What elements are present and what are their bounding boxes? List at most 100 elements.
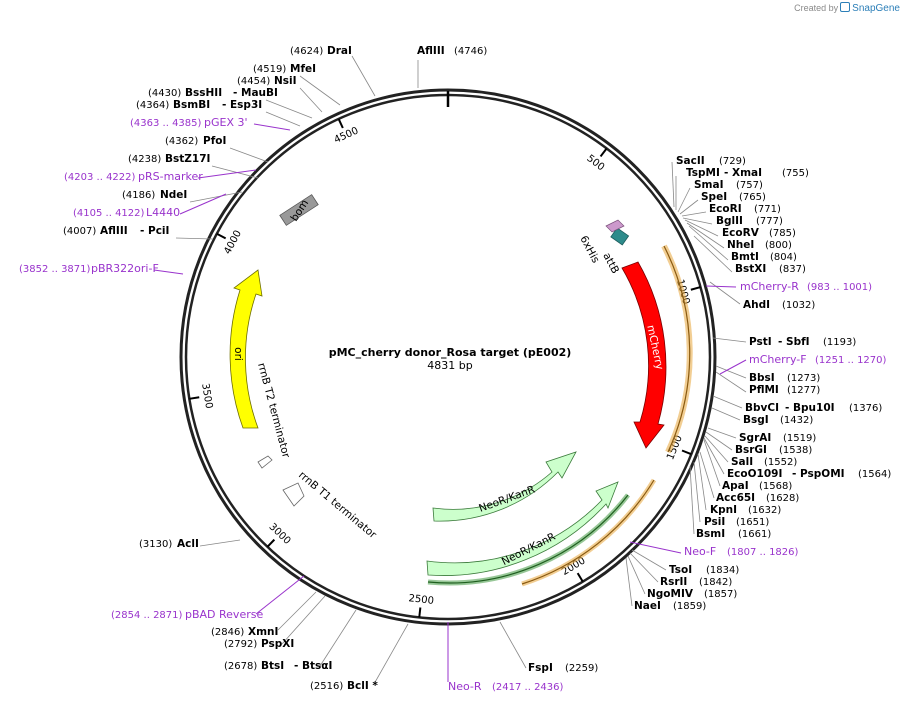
enzyme-num: (4430) <box>148 88 181 99</box>
primer-name: mCherry-F <box>749 353 807 366</box>
enzyme-name: EcoRV <box>722 227 760 239</box>
enzyme-name: PstI <box>749 336 772 348</box>
enzyme-num: (1032) <box>782 300 815 311</box>
enzyme-num: (1277) <box>787 385 820 396</box>
enzyme-leader-line <box>629 552 659 583</box>
primer-range: (1251 .. 1270) <box>815 355 887 366</box>
enzyme-leader-line <box>229 147 269 163</box>
enzyme-name: NaeI <box>634 600 661 612</box>
enzyme-name: XmnI <box>248 626 278 638</box>
primer-range: (2417 .. 2436) <box>492 682 564 693</box>
enzyme-name: AhdI <box>743 299 770 311</box>
enzyme-name: BsgI <box>743 414 769 426</box>
enzyme-name: FspI <box>528 662 553 674</box>
scale-label: 4000 <box>222 229 244 257</box>
enzyme-name: EcoRI <box>709 203 742 215</box>
scale-tick <box>690 286 701 291</box>
enzyme-leader-line <box>693 235 733 273</box>
primer-name: pBR322ori-F <box>91 262 159 275</box>
enzyme-leader-line <box>707 427 737 439</box>
enzyme-num: (3130) <box>139 539 172 550</box>
enzyme-num: (4362) <box>165 136 198 147</box>
enzyme-name: BtsI <box>261 660 284 672</box>
enzyme-num: (4238) <box>128 154 161 165</box>
primer-range: (2854 .. 2871) <box>111 610 183 621</box>
scale-label: 3500 <box>199 383 214 410</box>
primer-leader-line <box>153 269 184 275</box>
scale-tick <box>599 147 608 158</box>
enzyme-extra: - Bpu10I <box>785 402 835 414</box>
enzyme-leader-line <box>631 549 667 571</box>
attb-label: attB <box>600 251 621 276</box>
primer-leader-line <box>197 169 257 179</box>
enzyme-name: SgrAI <box>739 432 771 444</box>
credit-prefix: Created by <box>794 3 839 13</box>
enzyme-num: (765) <box>739 192 766 203</box>
enzyme-extra: - PspOMI <box>792 468 845 480</box>
enzyme-leader-line <box>686 222 725 249</box>
ori-label: ori <box>232 347 244 361</box>
enzyme-leader-line <box>697 453 707 511</box>
enzyme-leader-line <box>682 217 713 225</box>
enzyme-num: (1564) <box>858 469 891 480</box>
enzyme-extra: - XmaI <box>724 167 762 179</box>
attb-feature <box>610 227 630 246</box>
enzyme-leader-line <box>715 371 747 393</box>
enzyme-name: TsoI <box>669 564 692 576</box>
enzyme-leader-line <box>693 461 701 523</box>
enzyme-name: PfoI <box>203 135 226 147</box>
neor-kanr-feature-1 <box>432 451 577 522</box>
enzyme-name: Acc65I <box>716 492 755 504</box>
enzyme-name: BsrGI <box>735 444 767 456</box>
enzyme-num: (1552) <box>764 457 797 468</box>
t2-terminator-arrow <box>257 455 273 469</box>
primer-range: (1807 .. 1826) <box>727 547 799 558</box>
enzyme-num: (804) <box>770 252 797 263</box>
enzyme-leader-line <box>175 237 214 240</box>
enzyme-num: (777) <box>756 216 783 227</box>
enzyme-name: AflIII <box>100 225 128 237</box>
primer-leader-line <box>253 123 291 131</box>
enzyme-num: (1193) <box>823 337 856 348</box>
primer-name: pRS-marker <box>138 170 203 183</box>
enzyme-num: (1661) <box>738 529 771 540</box>
enzyme-leader-line <box>211 165 259 179</box>
enzyme-name: NgoMIV <box>647 588 694 600</box>
t1-terminator-arrow <box>282 482 305 507</box>
leader-lines <box>175 55 747 685</box>
enzyme-leader-line <box>715 365 747 379</box>
enzyme-extra: - BtsαI <box>294 660 332 672</box>
plasmid-title: pMC_cherry donor_Rosa target (pE002) <box>328 346 572 359</box>
enzyme-num: (4186) <box>122 190 155 201</box>
primer-range: (983 .. 1001) <box>807 282 872 293</box>
enzyme-name: BmtI <box>731 251 759 263</box>
enzyme-leader-line <box>351 55 376 97</box>
enzyme-num: (2846) <box>211 627 244 638</box>
primer-name: Neo-F <box>684 545 716 558</box>
enzyme-name: PspXI <box>261 638 294 650</box>
enzyme-leader-line <box>299 87 323 113</box>
enzyme-num: (4007) <box>63 226 96 237</box>
enzyme-leader-line <box>704 435 729 463</box>
primer-leader-line <box>719 359 747 375</box>
enzyme-name: PflMI <box>749 384 779 396</box>
enzyme-leader-line <box>681 211 707 217</box>
enzyme-num: (2259) <box>565 663 598 674</box>
enzyme-name: MfeI <box>290 63 316 75</box>
enzyme-num: (1651) <box>736 517 769 528</box>
enzyme-extra: - PciI <box>140 225 169 237</box>
enzyme-num: (757) <box>736 180 763 191</box>
enzyme-num: (800) <box>765 240 792 251</box>
scale-label: 4500 <box>333 125 361 146</box>
enzyme-name: NdeI <box>160 189 187 201</box>
enzyme-num: (4364) <box>136 100 169 111</box>
ori-feature <box>229 269 263 429</box>
primer-leader-line <box>179 193 227 215</box>
primer-marks <box>153 123 747 682</box>
enzyme-num: (1568) <box>759 481 792 492</box>
enzyme-num: (771) <box>754 204 781 215</box>
enzyme-leader-line <box>373 623 409 685</box>
primer-leader-line <box>629 541 682 554</box>
neo-primer-track-orange-line <box>521 479 655 585</box>
